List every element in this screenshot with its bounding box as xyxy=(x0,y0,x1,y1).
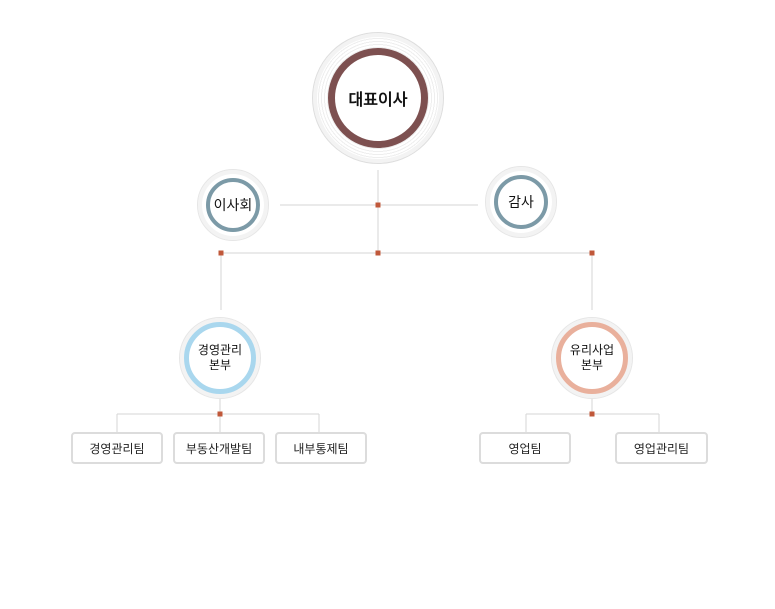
glass-division-line1: 유리사업 xyxy=(569,343,615,357)
junction-dot xyxy=(589,411,595,417)
team-label: 경영관리팀 xyxy=(89,441,145,456)
glass-division-node: 유리사업 본부 xyxy=(556,322,628,394)
ceo-node: 대표이사 xyxy=(328,48,428,148)
team-box-sales-management: 영업관리팀 xyxy=(615,432,708,464)
team-label: 부동산개발팀 xyxy=(185,441,253,456)
team-label: 내부통제팀 xyxy=(293,441,349,456)
junction-dot xyxy=(375,250,381,256)
team-box-sales: 영업팀 xyxy=(479,432,571,464)
team-label: 영업팀 xyxy=(508,441,542,456)
junction-dot xyxy=(375,202,381,208)
ceo-label: 대표이사 xyxy=(348,90,408,109)
junction-dot xyxy=(589,250,595,256)
audit-label: 감사 xyxy=(508,195,534,211)
team-box-internal-control: 내부통제팀 xyxy=(275,432,367,464)
board-label: 이사회 xyxy=(213,198,253,214)
audit-node: 감사 xyxy=(494,175,548,229)
management-division-node: 경영관리 본부 xyxy=(184,322,256,394)
junction-dot xyxy=(217,411,223,417)
team-box-management: 경영관리팀 xyxy=(71,432,163,464)
board-node: 이사회 xyxy=(206,178,260,232)
team-box-real-estate: 부동산개발팀 xyxy=(173,432,265,464)
team-label: 영업관리팀 xyxy=(633,441,690,456)
management-division-line2: 본부 xyxy=(208,358,232,372)
management-division-line1: 경영관리 xyxy=(197,343,243,357)
junction-dot xyxy=(218,250,224,256)
glass-division-line2: 본부 xyxy=(580,358,604,372)
